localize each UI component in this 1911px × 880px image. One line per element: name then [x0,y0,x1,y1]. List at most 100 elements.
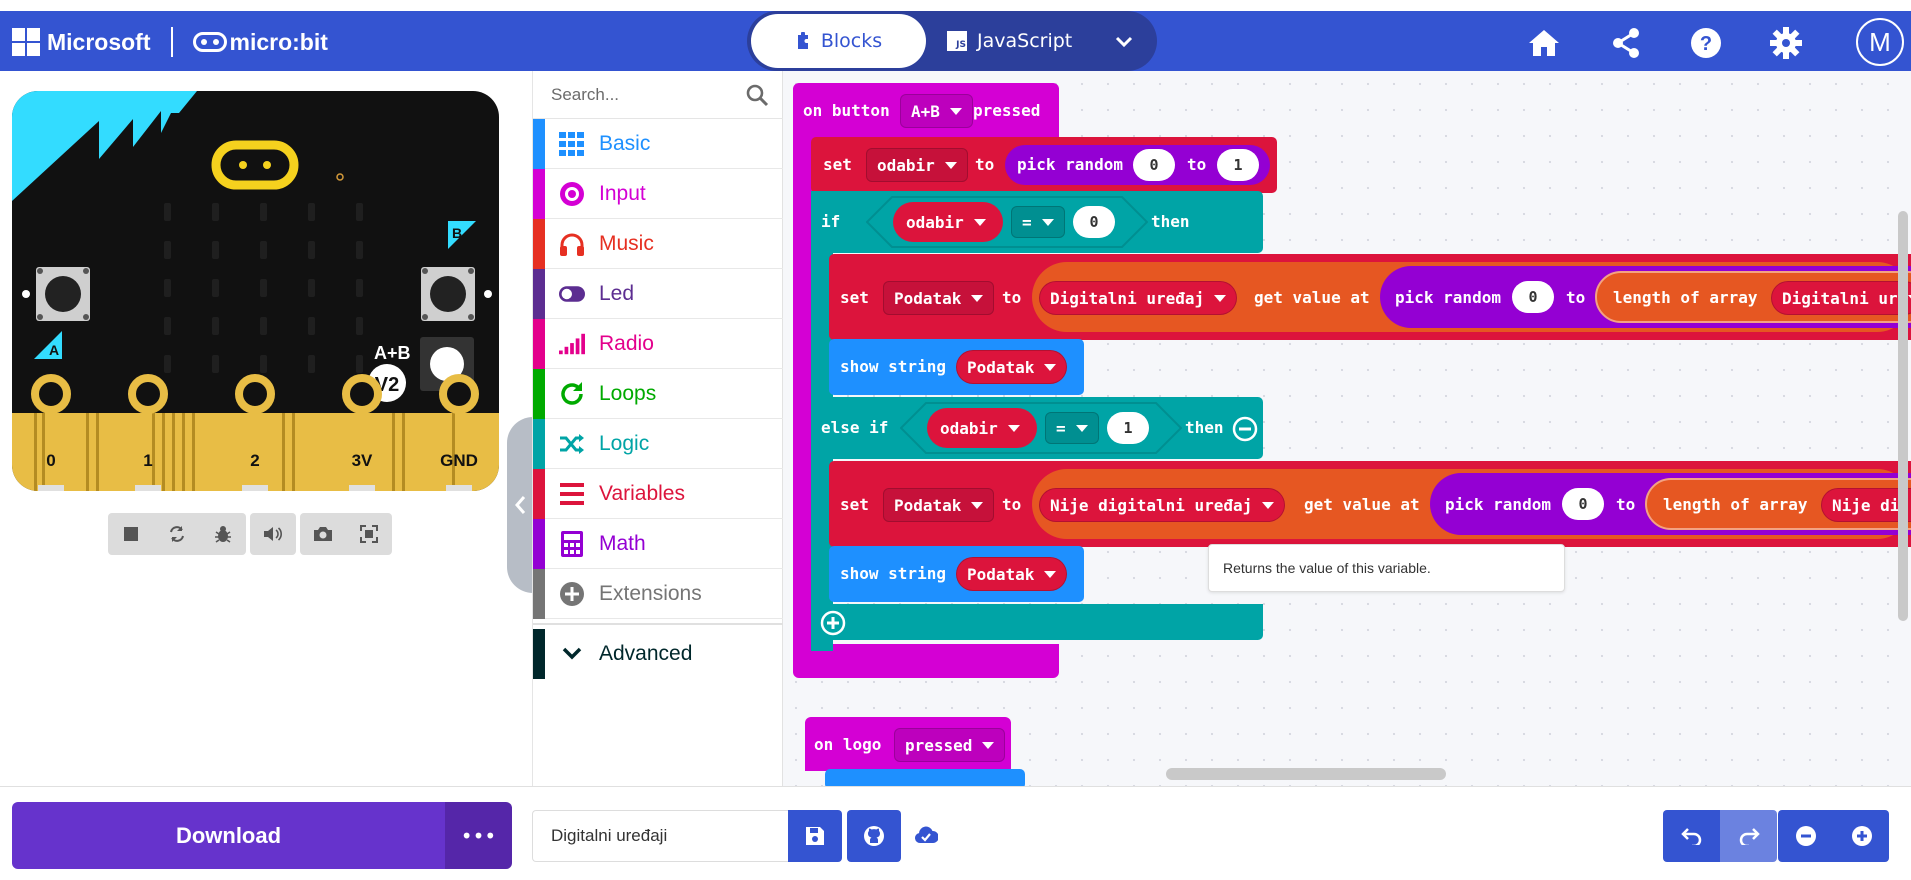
share-icon[interactable] [1609,26,1643,60]
variable-dropdown-odabir-if[interactable]: odabir [896,205,996,239]
remove-circle-icon[interactable] [1232,416,1258,442]
speaker-icon [264,527,283,541]
sim-sound-group [250,513,296,555]
array-dropdown-nije-digitalni[interactable]: Nije digitalni uređaj [1039,488,1286,522]
restart-button[interactable] [154,513,200,555]
sim-capture-group [300,513,392,555]
horizontal-scrollbar[interactable] [1166,768,1446,780]
refresh-icon [559,381,585,407]
gear-icon[interactable] [1769,26,1803,60]
headphones-icon [559,231,585,257]
show-string-label: show string [840,357,946,376]
avatar[interactable]: M [1856,18,1904,66]
category-loops-label: Loops [599,381,657,405]
random-min-input-3[interactable]: 0 [1562,488,1604,520]
variable-dropdown-podatak[interactable]: Podatak [883,281,995,315]
redo-button[interactable] [1720,810,1777,862]
button-a[interactable] [36,267,90,321]
toolbox-divider [533,623,783,625]
variable-dropdown-podatak-show-2[interactable]: Podatak [956,557,1068,591]
random-min-input[interactable]: 0 [1133,149,1175,181]
array-dropdown-length-2[interactable]: Nije dig [1821,488,1911,522]
tab-blocks[interactable]: Blocks [751,14,926,68]
compare-operator-dropdown-2[interactable]: = [1045,412,1099,444]
category-loops[interactable]: Loops [533,368,783,419]
project-name-input[interactable] [532,810,788,862]
shuffle-icon [559,431,585,457]
download-button[interactable]: Download [12,802,445,869]
microsoft-label[interactable]: Microsoft [47,28,151,55]
category-advanced[interactable]: Advanced [533,629,783,679]
microbit-label[interactable]: micro:bit [229,28,328,55]
screenshot-button[interactable] [300,513,346,555]
compare-operator-dropdown[interactable]: = [1011,206,1065,238]
search-input[interactable] [551,81,741,109]
bottom-toolbar: Download ••• [0,786,1911,880]
else-if-keyword: else if [821,418,889,437]
category-extensions[interactable]: Extensions [533,568,783,619]
mute-button[interactable] [250,513,296,555]
logo-action-dropdown[interactable]: pressed [894,728,1006,762]
then-keyword: then [1185,418,1224,437]
category-input[interactable]: Input [533,168,783,219]
chevron-down-icon [1115,36,1133,48]
microbit-board[interactable]: A B A+B V2 0 1 2 3V GND [12,91,499,491]
to-keyword: to [975,155,995,174]
get-value-at-label: get value at [1304,495,1420,514]
undo-button[interactable] [1663,810,1720,862]
github-button[interactable] [847,810,901,862]
random-to-keyword: to [1187,155,1207,174]
add-circle-icon[interactable] [820,610,846,636]
tab-javascript-label: JavaScript [977,30,1073,52]
download-more-button[interactable]: ••• [445,802,512,869]
variable-dropdown-podatak-show[interactable]: Podatak [956,350,1068,384]
redo-icon [1739,828,1760,845]
mode-dropdown-button[interactable] [1109,27,1139,57]
variable-dropdown-podatak-2[interactable]: Podatak [883,488,995,522]
variable-dropdown-odabir-elseif[interactable]: odabir [930,411,1030,445]
array-dropdown-length-1[interactable]: Digitalni ur [1771,281,1911,315]
blocks-workspace[interactable]: on button A+B pressed set odabir to pick… [783,71,1911,786]
collapse-simulator-button[interactable] [507,417,533,593]
zoom-out-button[interactable] [1778,810,1834,862]
microsoft-logo-icon[interactable] [12,28,40,56]
chevron-down-icon [559,641,585,667]
category-radio[interactable]: Radio [533,318,783,369]
debug-button[interactable] [200,513,246,555]
set-keyword: set [840,288,869,307]
array-dropdown-digitalni[interactable]: Digitalni uređaj [1039,281,1238,315]
fullscreen-button[interactable] [346,513,392,555]
save-button[interactable] [788,810,842,862]
tab-javascript[interactable]: JS JavaScript [947,14,1092,68]
radio-button-icon [559,181,585,207]
button-selector-dropdown[interactable]: A+B [900,94,973,128]
random-max-input[interactable]: 1 [1217,149,1259,181]
microbit-logo-icon[interactable] [192,32,227,52]
to-keyword: to [1002,288,1022,307]
top-bar: Microsoft micro:bit Blocks JS JavaScript… [0,11,1911,71]
if-compare-value[interactable]: 0 [1073,206,1115,238]
zoom-in-button[interactable] [1834,810,1889,862]
vertical-scrollbar[interactable] [1898,211,1908,621]
random-to-keyword: to [1616,495,1636,514]
home-icon[interactable] [1527,26,1561,60]
category-basic[interactable]: Basic [533,118,783,169]
event-prefix: on button [803,101,890,120]
category-variables[interactable]: Variables [533,468,783,519]
stop-button[interactable] [108,513,154,555]
variable-dropdown-odabir[interactable]: odabir [866,148,968,182]
restart-icon [170,526,184,542]
brand-divider [170,27,173,57]
category-music[interactable]: Music [533,218,783,269]
search-icon[interactable] [745,83,769,107]
else-if-compare-value[interactable]: 1 [1107,412,1149,444]
help-icon[interactable]: ? [1689,26,1723,60]
category-math[interactable]: Math [533,518,783,569]
category-logic[interactable]: Logic [533,418,783,469]
toolbox: Basic Input Music Led Radio Loops Logic … [532,71,783,786]
category-led[interactable]: Led [533,268,783,319]
random-min-input-2[interactable]: 0 [1512,281,1554,313]
button-b[interactable] [421,267,475,321]
category-extensions-label: Extensions [599,581,702,605]
if-keyword: if [821,212,841,231]
